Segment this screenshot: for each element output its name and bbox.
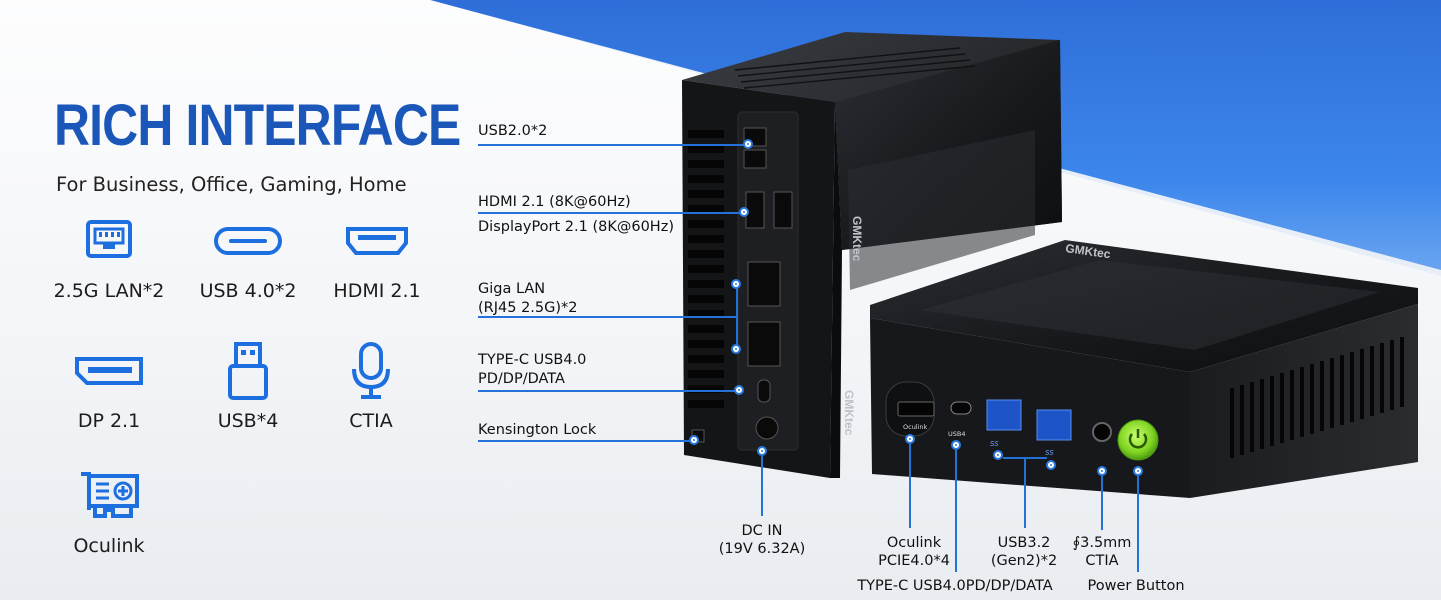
feature-usb4: USB 4.0*2 <box>173 210 323 302</box>
callout-dc-in: DC IN(19V 6.32A) <box>718 523 806 557</box>
port-ss-text: SS <box>1045 449 1054 457</box>
callout-line <box>478 316 738 318</box>
callout-dp: DisplayPort 2.1 (8K@60Hz) <box>478 219 674 235</box>
callout-usb32: USB3.2(Gen2)*2 <box>990 535 1058 569</box>
callout-line <box>478 144 746 146</box>
feature-label: DP 2.1 <box>77 410 141 432</box>
hdmi-icon <box>302 210 452 272</box>
callout-line <box>909 444 911 528</box>
page-title: RICH INTERFACE <box>54 93 461 158</box>
port-usb4-text: USB4 <box>948 430 965 438</box>
feature-label: HDMI 2.1 <box>333 280 421 302</box>
callout-dot <box>905 434 915 444</box>
feature-label: Oculink <box>73 535 145 557</box>
feature-ctia: CTIA <box>296 340 446 432</box>
feature-lan: 2.5G LAN*2 <box>34 210 184 302</box>
feature-hdmi: HDMI 2.1 <box>302 210 452 302</box>
callout-line <box>478 390 736 392</box>
callout-usb2: USB2.0*2 <box>478 123 548 139</box>
callout-dot <box>951 440 961 450</box>
brand-logo-text: GMKtec <box>842 390 856 436</box>
feature-label: CTIA <box>349 410 393 432</box>
callout-power-button: Power Button <box>1087 578 1185 594</box>
callout-line <box>736 284 738 352</box>
feature-oculink: Oculink <box>34 465 184 557</box>
displayport-icon <box>34 340 184 402</box>
callout-typec: TYPE-C USB4.0 PD/DP/DATA <box>478 352 587 387</box>
callout-dot <box>734 385 744 395</box>
usb-a-icon <box>173 340 323 402</box>
callout-line <box>478 212 742 214</box>
callout-dot <box>731 344 741 354</box>
callout-line <box>955 450 957 572</box>
callout-dot <box>731 279 741 289</box>
callout-dot <box>689 435 699 445</box>
usb-c-icon <box>173 210 323 272</box>
callout-line <box>1137 476 1139 572</box>
callout-line <box>1101 476 1103 530</box>
callout-line <box>761 456 763 516</box>
page-subtitle: For Business, Office, Gaming, Home <box>56 173 407 196</box>
feature-label: USB*4 <box>217 410 279 432</box>
brand-logo-text: GMKtec <box>850 216 864 262</box>
brand-logo-text: GMKtec <box>1065 241 1112 261</box>
port-ss-text: SS <box>990 440 999 448</box>
feature-dp: DP 2.1 <box>34 340 184 432</box>
oculink-card-icon <box>34 465 184 527</box>
microphone-icon <box>296 340 446 402</box>
lan-port-icon <box>34 210 184 272</box>
port-oculink-text: Oculink <box>903 423 928 431</box>
callout-hdmi-dp: HDMI 2.1 (8K@60Hz) <box>478 194 631 210</box>
callout-lan: Giga LAN (RJ45 2.5G)*2 <box>478 281 578 316</box>
callout-dot <box>757 446 767 456</box>
callout-line <box>478 440 692 442</box>
feature-label: USB 4.0*2 <box>199 280 297 302</box>
callout-dot <box>739 207 749 217</box>
feature-usb: USB*4 <box>173 340 323 432</box>
callout-typec-bottom: TYPE-C USB4.0PD/DP/DATA <box>857 578 1053 594</box>
feature-label: 2.5G LAN*2 <box>53 280 165 302</box>
callout-dot <box>1046 460 1056 470</box>
callout-line <box>1024 458 1026 528</box>
callout-dot <box>743 139 753 149</box>
callout-dot <box>1133 466 1143 476</box>
callout-dot <box>993 450 1003 460</box>
callout-kensington: Kensington Lock <box>478 422 597 438</box>
callout-dot <box>1097 466 1107 476</box>
